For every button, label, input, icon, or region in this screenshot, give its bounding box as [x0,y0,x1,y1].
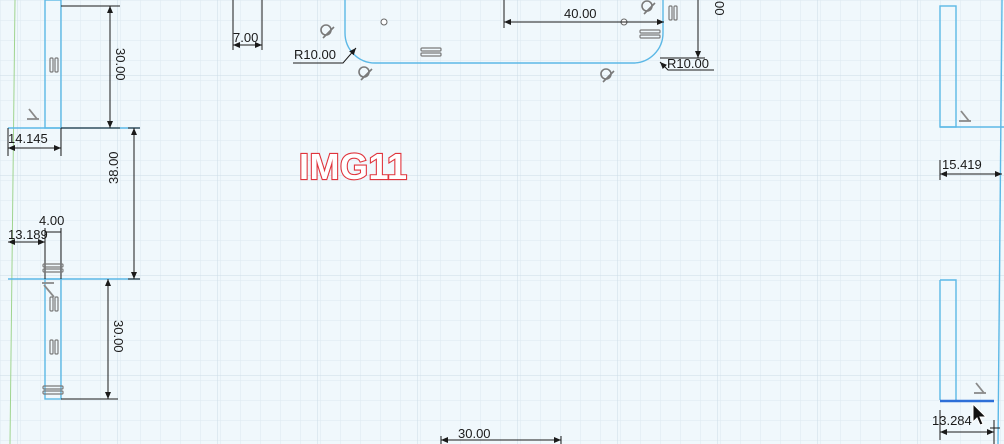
sketch-point[interactable] [380,18,388,26]
slot-right-bottom[interactable] [939,279,957,400]
dimension-labels[interactable]: 7.00 R10.00 40.00 R10.00 00 30.00 14.145… [8,1,982,441]
construction-axis [9,0,16,444]
dimension-radius-left[interactable]: R10.00 [294,47,336,62]
dimension-15-419[interactable]: 15.419 [942,157,982,172]
rounded-slot-profile[interactable] [344,0,664,64]
sketch-line-right-edge[interactable] [997,0,1003,444]
slot-left-top[interactable] [44,0,62,129]
dimension-4-00[interactable]: 4.00 [39,213,64,228]
dimension-14-145[interactable]: 14.145 [8,131,48,146]
slot-left-bottom[interactable] [44,278,62,400]
constraint-glyphs[interactable] [26,0,987,395]
perpendicular-constraint-icon[interactable] [42,282,55,298]
dimension-30-00-bottom[interactable]: 30.00 [458,426,491,441]
dimension-40-00[interactable]: 40.00 [564,6,597,21]
dimension-30-00-left-bottom[interactable]: 30.00 [111,320,126,353]
mouse-cursor-icon [972,402,988,426]
dimension-top-vertical[interactable]: 00 [712,1,727,15]
dimension-38-00[interactable]: 38.00 [106,151,121,184]
dimension-13-284[interactable]: 13.284 [932,413,972,428]
dimension-7-00[interactable]: 7.00 [233,30,258,45]
dimension-13-189[interactable]: 13.189 [8,227,48,242]
dimension-30-00-left-top[interactable]: 30.00 [113,48,128,81]
watermark-label: IMG11 [299,146,408,187]
dimension-radius-right[interactable]: R10.00 [667,56,709,71]
sketch-geometry[interactable] [8,0,1004,444]
slot-right-top[interactable] [939,5,957,128]
dimension-lines [7,0,1002,444]
